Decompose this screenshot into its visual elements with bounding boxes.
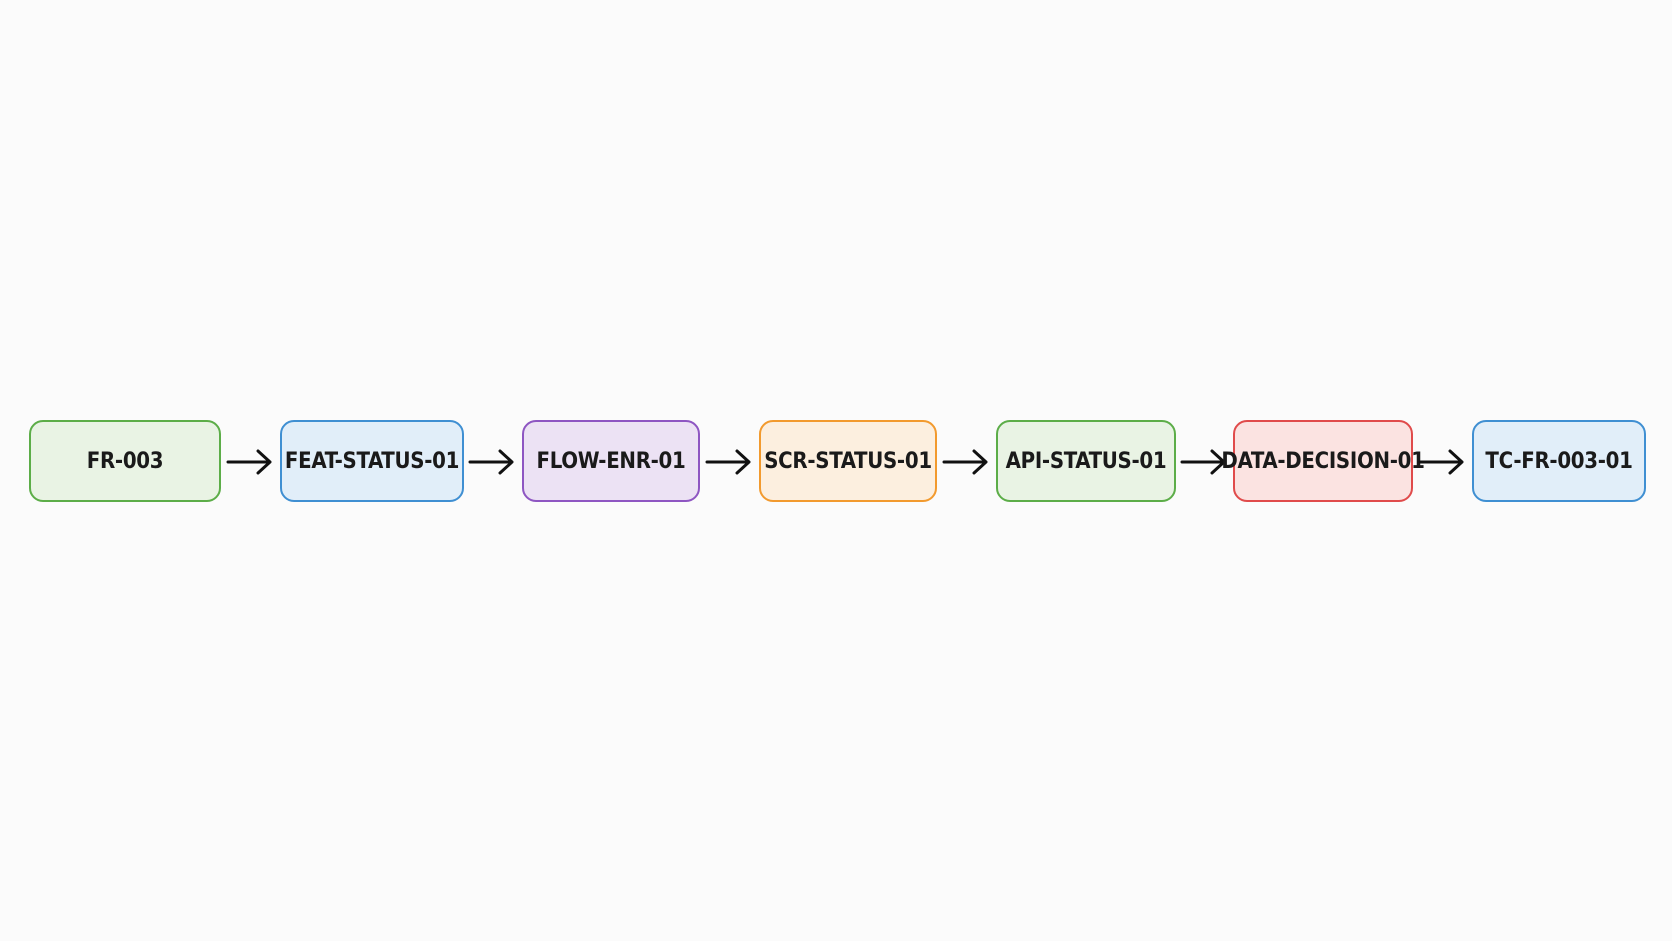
arrow-feat-status-01-to-flow-enr-01: [468, 447, 516, 477]
arrow-data-decision-01-to-tc-fr-003-01: [1418, 447, 1466, 477]
node-label: DATA-DECISION-01: [1221, 448, 1425, 474]
arrow-flow-enr-01-to-scr-status-01: [705, 447, 753, 477]
node-tc-fr-003-01: TC-FR-003-01: [1472, 420, 1646, 502]
node-api-status-01: API-STATUS-01: [996, 420, 1176, 502]
node-fr-003: FR-003: [29, 420, 221, 502]
node-label: FR-003: [86, 448, 164, 474]
node-label: FLOW-ENR-01: [536, 448, 686, 474]
node-flow-enr-01: FLOW-ENR-01: [522, 420, 700, 502]
node-scr-status-01: SCR-STATUS-01: [759, 420, 937, 502]
arrow-fr-003-to-feat-status-01: [226, 447, 274, 477]
arrow-api-status-01-to-data-decision-01: [1180, 447, 1228, 477]
node-label: API-STATUS-01: [1005, 448, 1167, 474]
node-label: FEAT-STATUS-01: [284, 448, 460, 474]
node-label: TC-FR-003-01: [1485, 448, 1633, 474]
node-feat-status-01: FEAT-STATUS-01: [280, 420, 464, 502]
node-data-decision-01: DATA-DECISION-01: [1221, 420, 1425, 502]
arrow-scr-status-01-to-api-status-01: [942, 447, 990, 477]
node-label: SCR-STATUS-01: [764, 448, 932, 474]
